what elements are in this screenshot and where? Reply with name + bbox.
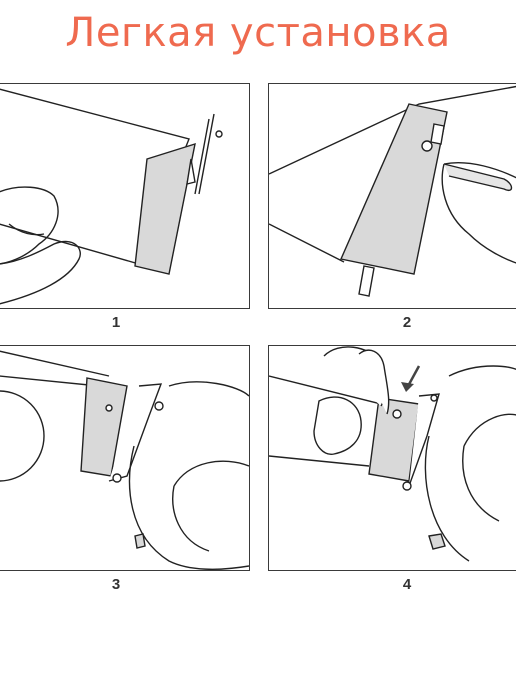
step-4-illustration	[268, 345, 516, 571]
step-1-number: 1	[111, 314, 121, 331]
strap-pin-diagram-1	[0, 88, 223, 305]
step-3-number: 3	[111, 576, 121, 593]
step-2-number: 2	[402, 314, 412, 331]
page-title: Легкая установка	[65, 10, 451, 56]
step-2-illustration	[268, 83, 516, 309]
step-3-illustration	[0, 345, 250, 571]
step-1-illustration	[0, 83, 250, 309]
strap-pin-diagram-2	[269, 85, 516, 297]
strap-pin-diagram-3	[0, 350, 249, 570]
strap-pin-diagram-4	[269, 346, 516, 562]
step-4-number: 4	[402, 576, 412, 593]
